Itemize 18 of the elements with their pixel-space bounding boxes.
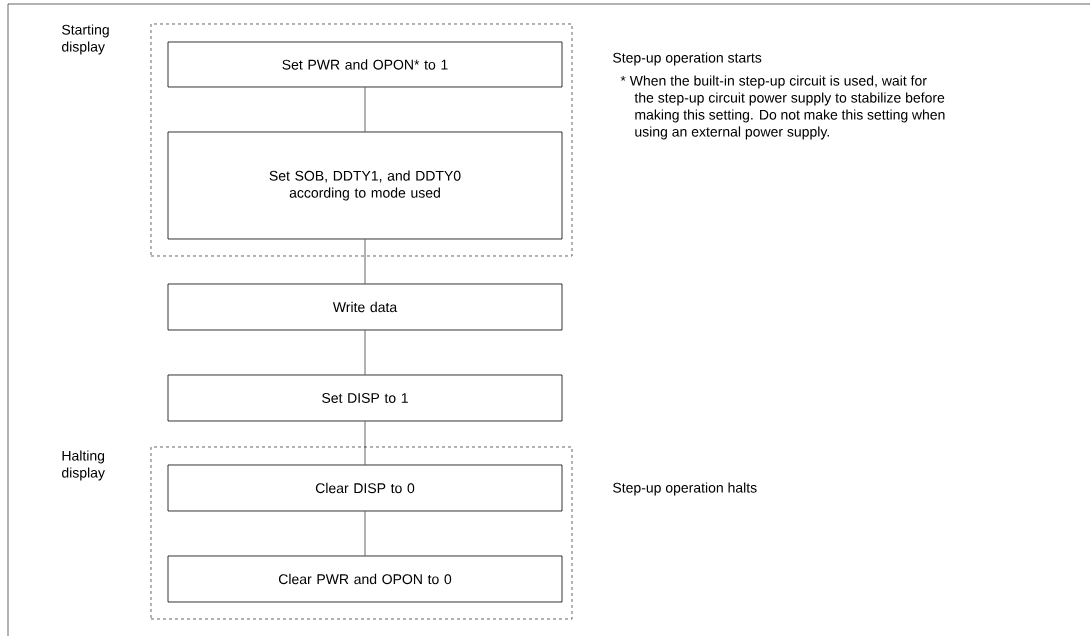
footnote: * When the built-in step-up circuit is used, wait for the step-up circuit power supply to stabilize before making this setting. Do not make this setting when using an external power supply.	[620, 75, 945, 140]
connector-line	[364, 511, 366, 556]
connector-line	[364, 421, 366, 465]
note-text: Step-up operation starts	[613, 52, 762, 66]
process-box: Clear PWR and OPON to 0	[167, 555, 563, 603]
process-box: Write data	[167, 283, 563, 331]
dashed-group	[62, 23, 573, 257]
connector-line	[364, 330, 366, 375]
process-box: Set PWR and OPON* to 1	[167, 41, 563, 88]
dashed-group	[62, 446, 573, 620]
process-box: Set DISP to 1	[167, 374, 563, 422]
process-box: Set SOB, DDTY1, and DDTY0 according to mode used	[167, 131, 563, 240]
connector-line	[364, 239, 366, 284]
process-box: Clear DISP to 0	[167, 464, 563, 512]
connector-line	[364, 87, 366, 132]
group-heading: Halting display	[62, 450, 105, 481]
group-heading: Starting display	[62, 24, 109, 55]
note-text: Step-up operation halts	[613, 482, 757, 496]
